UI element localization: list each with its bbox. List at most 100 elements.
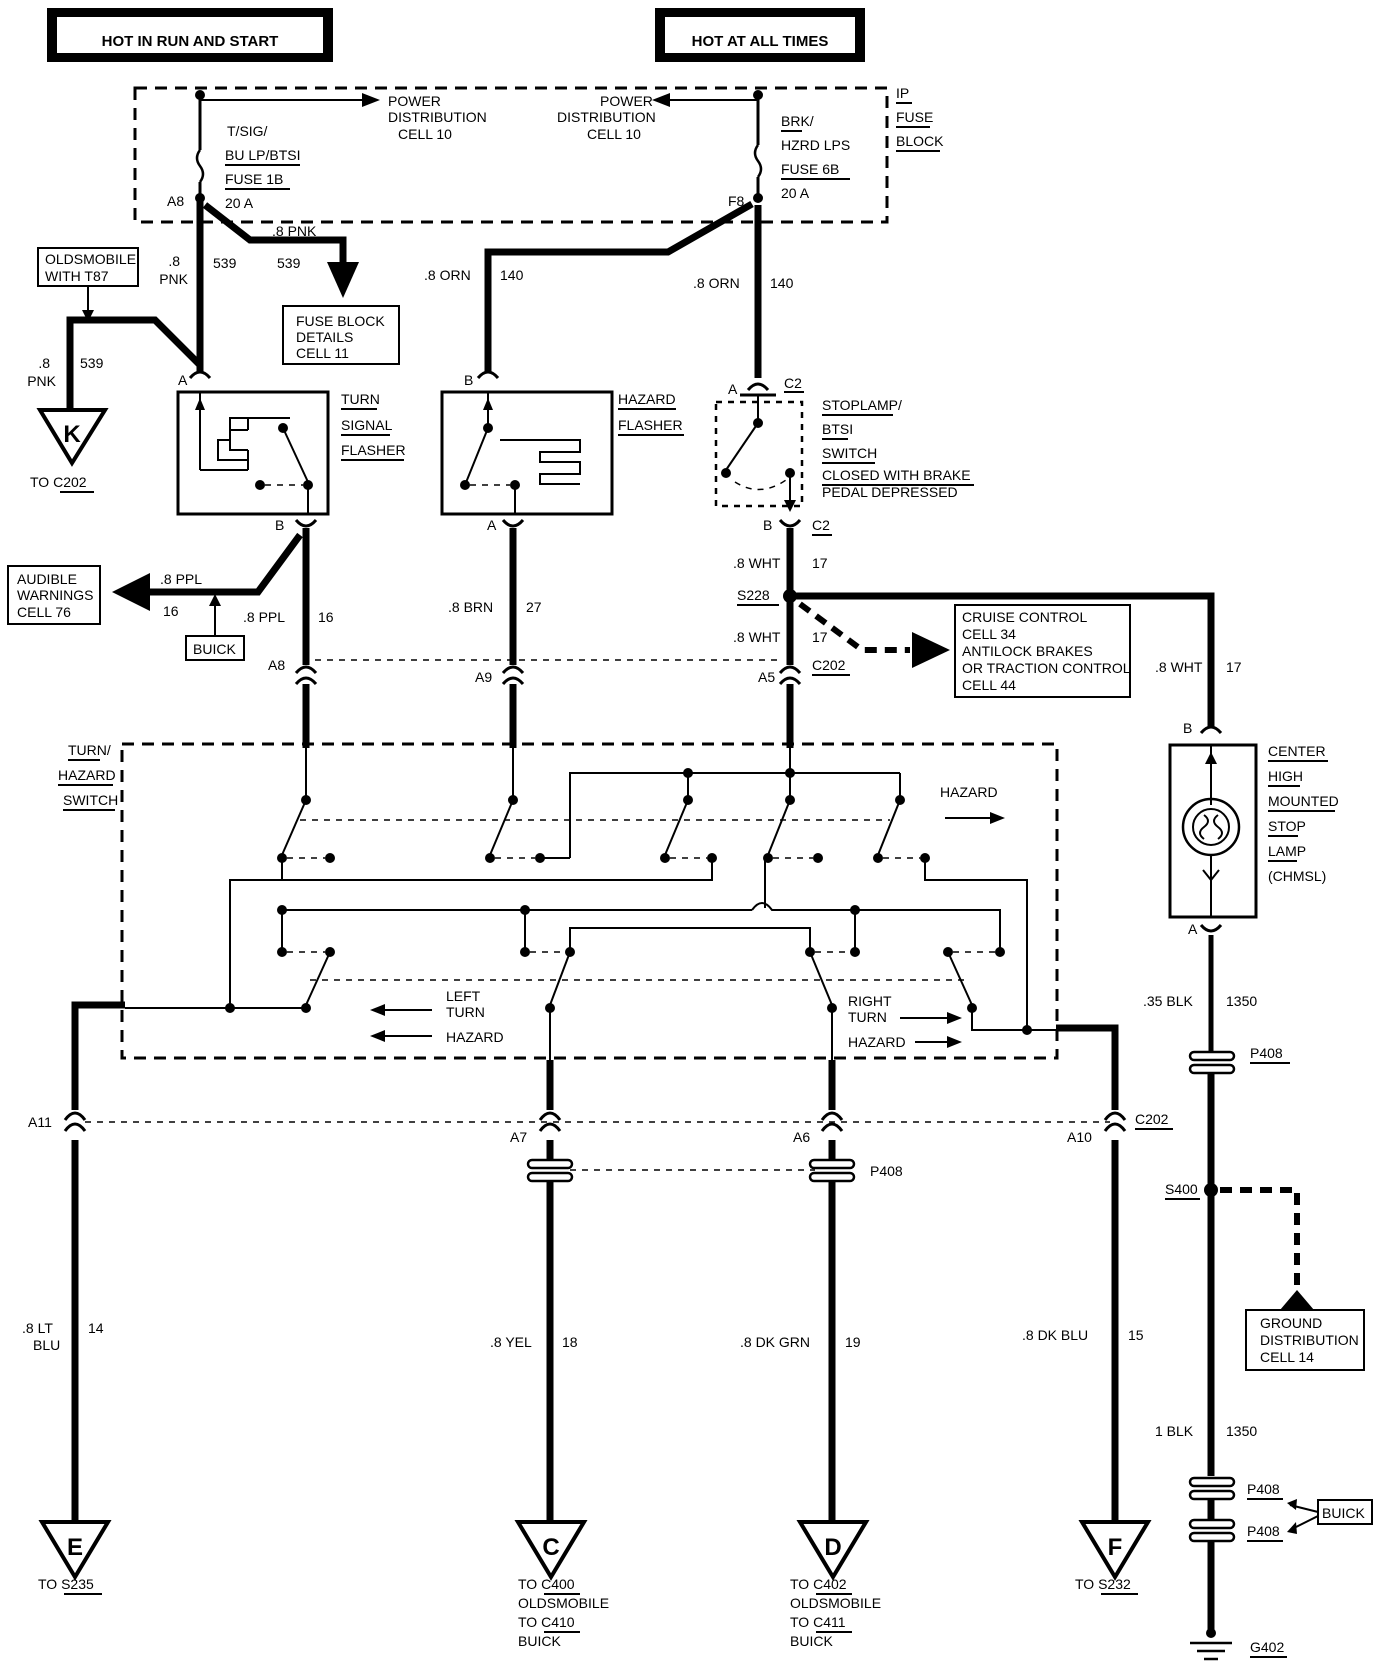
svg-text:FUSE 1B: FUSE 1B: [225, 171, 283, 187]
wire-dkblu-15: [1056, 1024, 1119, 1110]
connector-turn-flasher-b: B: [275, 517, 318, 533]
svg-text:F8: F8: [728, 193, 745, 209]
svg-text:CELL 10: CELL 10: [587, 126, 641, 142]
svg-text:STOPLAMP/: STOPLAMP/: [822, 397, 902, 413]
svg-text:T/SIG/: T/SIG/: [227, 123, 268, 139]
svg-text:A9: A9: [475, 669, 492, 685]
svg-text:G402: G402: [1250, 1639, 1284, 1655]
terminal-d: D TO C402 OLDSMOBILE TO C411 BUICK: [790, 1520, 881, 1649]
connector-hazard-flasher-a: A: [487, 517, 525, 533]
svg-text:BUICK: BUICK: [193, 641, 236, 657]
header-hot-all-times: HOT AT ALL TIMES: [655, 8, 865, 62]
ref-audible-warnings: AUDIBLE WARNINGS CELL 76: [7, 565, 101, 625]
svg-text:TO C410: TO C410: [518, 1614, 575, 1630]
hazard-flasher: B HAZARD FLASHER: [440, 370, 684, 516]
svg-text:(CHMSL): (CHMSL): [1268, 868, 1326, 884]
svg-text:TO C400: TO C400: [518, 1576, 575, 1592]
arrow-ground-distribution: [1280, 1290, 1314, 1310]
svg-text:.8 PPL: .8 PPL: [243, 609, 285, 625]
svg-text:TO S235: TO S235: [38, 1576, 94, 1592]
svg-text:CRUISE CONTROL: CRUISE CONTROL: [962, 609, 1087, 625]
svg-text:HZRD LPS: HZRD LPS: [781, 137, 850, 153]
wire-ppl-16-branch: [150, 532, 303, 596]
svg-text:TO S232: TO S232: [1075, 1576, 1131, 1592]
svg-text:A7: A7: [510, 1129, 527, 1145]
svg-text:GROUND: GROUND: [1260, 1315, 1322, 1331]
svg-text:14: 14: [88, 1320, 104, 1336]
svg-text:.8 DK GRN: .8 DK GRN: [740, 1334, 810, 1350]
svg-text:C202: C202: [812, 657, 846, 673]
wire-pnk-539-k: [66, 316, 203, 410]
power-distribution-right: POWER DISTRIBUTION CELL 10: [557, 93, 758, 142]
svg-text:16: 16: [318, 609, 334, 625]
connector-p408-chmsl-upper: P408: [1188, 1045, 1290, 1075]
svg-text:TO C411: TO C411: [790, 1614, 846, 1630]
svg-text:C2: C2: [812, 517, 830, 533]
svg-text:17: 17: [812, 555, 828, 571]
svg-text:TURN/: TURN/: [68, 742, 111, 758]
svg-text:CELL 14: CELL 14: [1260, 1349, 1314, 1365]
svg-text:A: A: [487, 517, 497, 533]
terminal-c: C TO C400 OLDSMOBILE TO C410 BUICK: [514, 1520, 609, 1649]
svg-text:TURN: TURN: [341, 391, 380, 407]
wire-labels-mid: .8 PPL 16 .8 PPL 16 .8 BRN 27 .8 WHT 17 …: [160, 555, 1242, 675]
svg-text:BUICK: BUICK: [1322, 1505, 1365, 1521]
svg-text:17: 17: [1226, 659, 1242, 675]
arrow-fuse-block-details: [327, 262, 359, 298]
header-hot-run-start: HOT IN RUN AND START: [47, 8, 333, 62]
connector-p408-lower: P408: [526, 1158, 903, 1183]
svg-text:HAZARD: HAZARD: [848, 1034, 906, 1050]
ip-fuse-block-label: IP FUSE BLOCK: [896, 85, 944, 152]
svg-text:DISTRIBUTION: DISTRIBUTION: [557, 109, 656, 125]
terminal-e: E TO S235: [38, 1520, 112, 1595]
connector-c202-upper: A8 A9 A5 C202: [268, 657, 850, 686]
svg-text:A: A: [178, 372, 188, 388]
svg-text:CELL 11: CELL 11: [296, 345, 349, 361]
svg-text:B: B: [763, 517, 772, 533]
svg-text:15: 15: [1128, 1327, 1144, 1343]
svg-text:AUDIBLE: AUDIBLE: [17, 571, 77, 587]
svg-text:BTSI: BTSI: [822, 421, 853, 437]
svg-text:140: 140: [770, 275, 794, 291]
svg-text:140: 140: [500, 267, 524, 283]
svg-text:.8 BRN: .8 BRN: [448, 599, 493, 615]
svg-text:B: B: [1183, 720, 1192, 736]
svg-text:FUSE: FUSE: [896, 109, 933, 125]
ref-oldsmobile-t87: OLDSMOBILE WITH T87: [37, 247, 139, 322]
svg-text:FLASHER: FLASHER: [341, 442, 406, 458]
turn-hazard-switch: TURN/ HAZARD SWITCH: [58, 742, 1059, 1060]
svg-text:16: 16: [163, 603, 179, 619]
connector-p408-chmsl-lower: P408 P408 BUICK: [1188, 1476, 1373, 1543]
svg-text:E: E: [67, 1534, 83, 1561]
svg-text:20 A: 20 A: [781, 185, 810, 201]
svg-text:.8 PPL: .8 PPL: [160, 571, 202, 587]
svg-text:1350: 1350: [1226, 1423, 1257, 1439]
svg-text:HAZARD: HAZARD: [618, 391, 676, 407]
ref-ground-distribution: GROUND DISTRIBUTION CELL 14: [1245, 1309, 1365, 1371]
svg-text:POWER: POWER: [388, 93, 441, 109]
svg-text:F: F: [1108, 1534, 1123, 1561]
svg-text:LEFT: LEFT: [446, 988, 481, 1004]
wire-pnk-539-branch: [202, 202, 347, 270]
svg-text:BUICK: BUICK: [518, 1633, 561, 1649]
svg-text:.35 BLK: .35 BLK: [1143, 993, 1193, 1009]
svg-text:CELL 34: CELL 34: [962, 626, 1016, 642]
svg-text:1350: 1350: [1226, 993, 1257, 1009]
svg-text:CELL 76: CELL 76: [17, 604, 71, 620]
svg-text:TURN: TURN: [446, 1004, 485, 1020]
svg-text:ANTILOCK BRAKES: ANTILOCK BRAKES: [962, 643, 1093, 659]
turn-signal-flasher: A TURN SIGNAL FLASHER: [176, 370, 406, 516]
svg-text:CENTER: CENTER: [1268, 743, 1326, 759]
svg-text:.8 WHT: .8 WHT: [733, 629, 781, 645]
svg-text:.8 DK BLU: .8 DK BLU: [1022, 1327, 1088, 1343]
svg-text:D: D: [824, 1534, 841, 1561]
svg-text:20 A: 20 A: [225, 195, 254, 211]
svg-text:BU LP/BTSI: BU LP/BTSI: [225, 147, 300, 163]
svg-text:17: 17: [812, 629, 828, 645]
svg-text:CELL 10: CELL 10: [398, 126, 452, 142]
svg-text:HAZARD: HAZARD: [58, 767, 116, 783]
svg-text:S228: S228: [737, 587, 770, 603]
svg-text:HOT AT ALL TIMES: HOT AT ALL TIMES: [692, 33, 829, 50]
ref-buick-ppl: BUICK: [185, 594, 245, 661]
svg-text:MOUNTED: MOUNTED: [1268, 793, 1339, 809]
